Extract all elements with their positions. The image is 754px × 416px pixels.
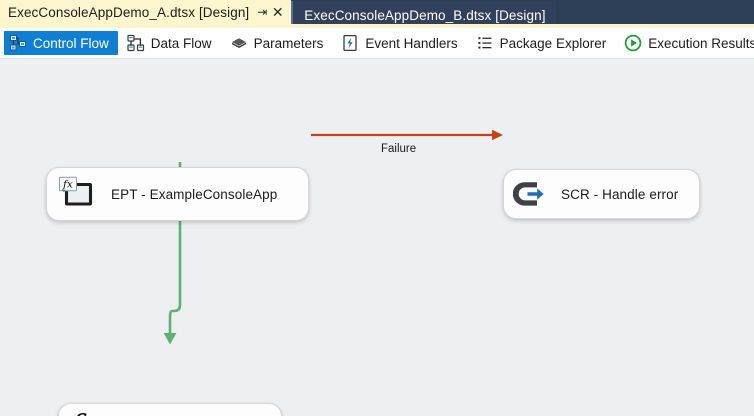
precedence-constraints-layer xyxy=(163,129,503,345)
tab-execconsoleappdemo-b[interactable]: ExecConsoleAppDemo_B.dtsx [Design] xyxy=(291,1,556,29)
edge-label-failure: Failure xyxy=(381,143,417,155)
tab-label: ExecConsoleAppDemo_B.dtsx [Design] xyxy=(304,7,546,23)
control-flow-icon xyxy=(9,34,27,52)
tab-event-handlers[interactable]: Event Handlers xyxy=(336,31,466,55)
task-node-bla[interactable]: fx Bla bla success flow xyxy=(58,403,282,416)
tab-package-explorer-label: Package Explorer xyxy=(499,35,607,51)
tab-execconsoleappdemo-a[interactable]: ExecConsoleAppDemo_A.dtsx [Design] ⇥ ✕ xyxy=(0,0,292,28)
task-node-scr[interactable]: SCR - Handle error xyxy=(503,169,700,219)
tab-control-flow[interactable]: Control Flow xyxy=(4,31,118,55)
execution-results-icon xyxy=(624,34,642,52)
fx-expression-icon: fx xyxy=(71,412,98,416)
close-icon[interactable]: ✕ xyxy=(271,4,284,20)
tab-package-explorer[interactable]: Package Explorer xyxy=(471,31,616,55)
tab-execution-results[interactable]: Execution Results xyxy=(619,31,754,55)
task-node-ept[interactable]: fx EPT - ExampleConsoleApp xyxy=(46,167,309,221)
task-node-ept-label: EPT - ExampleConsoleApp xyxy=(111,186,278,202)
tab-event-handlers-label: Event Handlers xyxy=(365,35,458,51)
tab-parameters[interactable]: Parameters xyxy=(225,31,333,55)
pin-icon[interactable]: ⇥ xyxy=(257,5,268,19)
svg-text:fx: fx xyxy=(62,179,73,191)
tab-data-flow-label: Data Flow xyxy=(150,35,212,51)
event-handlers-icon xyxy=(341,34,359,52)
tab-execution-results-label: Execution Results xyxy=(648,35,754,51)
edge-failure[interactable] xyxy=(311,129,503,141)
task-node-scr-label: SCR - Handle error xyxy=(561,186,679,202)
tab-parameters-label: Parameters xyxy=(253,35,324,51)
designer-toolbar: Control Flow Data Flow xyxy=(0,28,754,59)
document-tab-strip: ExecConsoleAppDemo_A.dtsx [Design] ⇥ ✕ E… xyxy=(0,0,754,29)
script-task-icon xyxy=(513,178,547,210)
parameters-icon xyxy=(230,34,248,52)
tab-control-flow-label: Control Flow xyxy=(33,35,109,51)
tab-data-flow[interactable]: Data Flow xyxy=(122,31,221,55)
data-flow-icon xyxy=(127,34,145,52)
control-flow-canvas[interactable]: Failure fx EPT - ExampleConsoleApp xyxy=(0,59,754,416)
execute-process-task-icon: fx xyxy=(57,176,95,212)
package-explorer-icon xyxy=(476,34,494,52)
tab-label: ExecConsoleAppDemo_A.dtsx [Design] xyxy=(8,4,250,20)
